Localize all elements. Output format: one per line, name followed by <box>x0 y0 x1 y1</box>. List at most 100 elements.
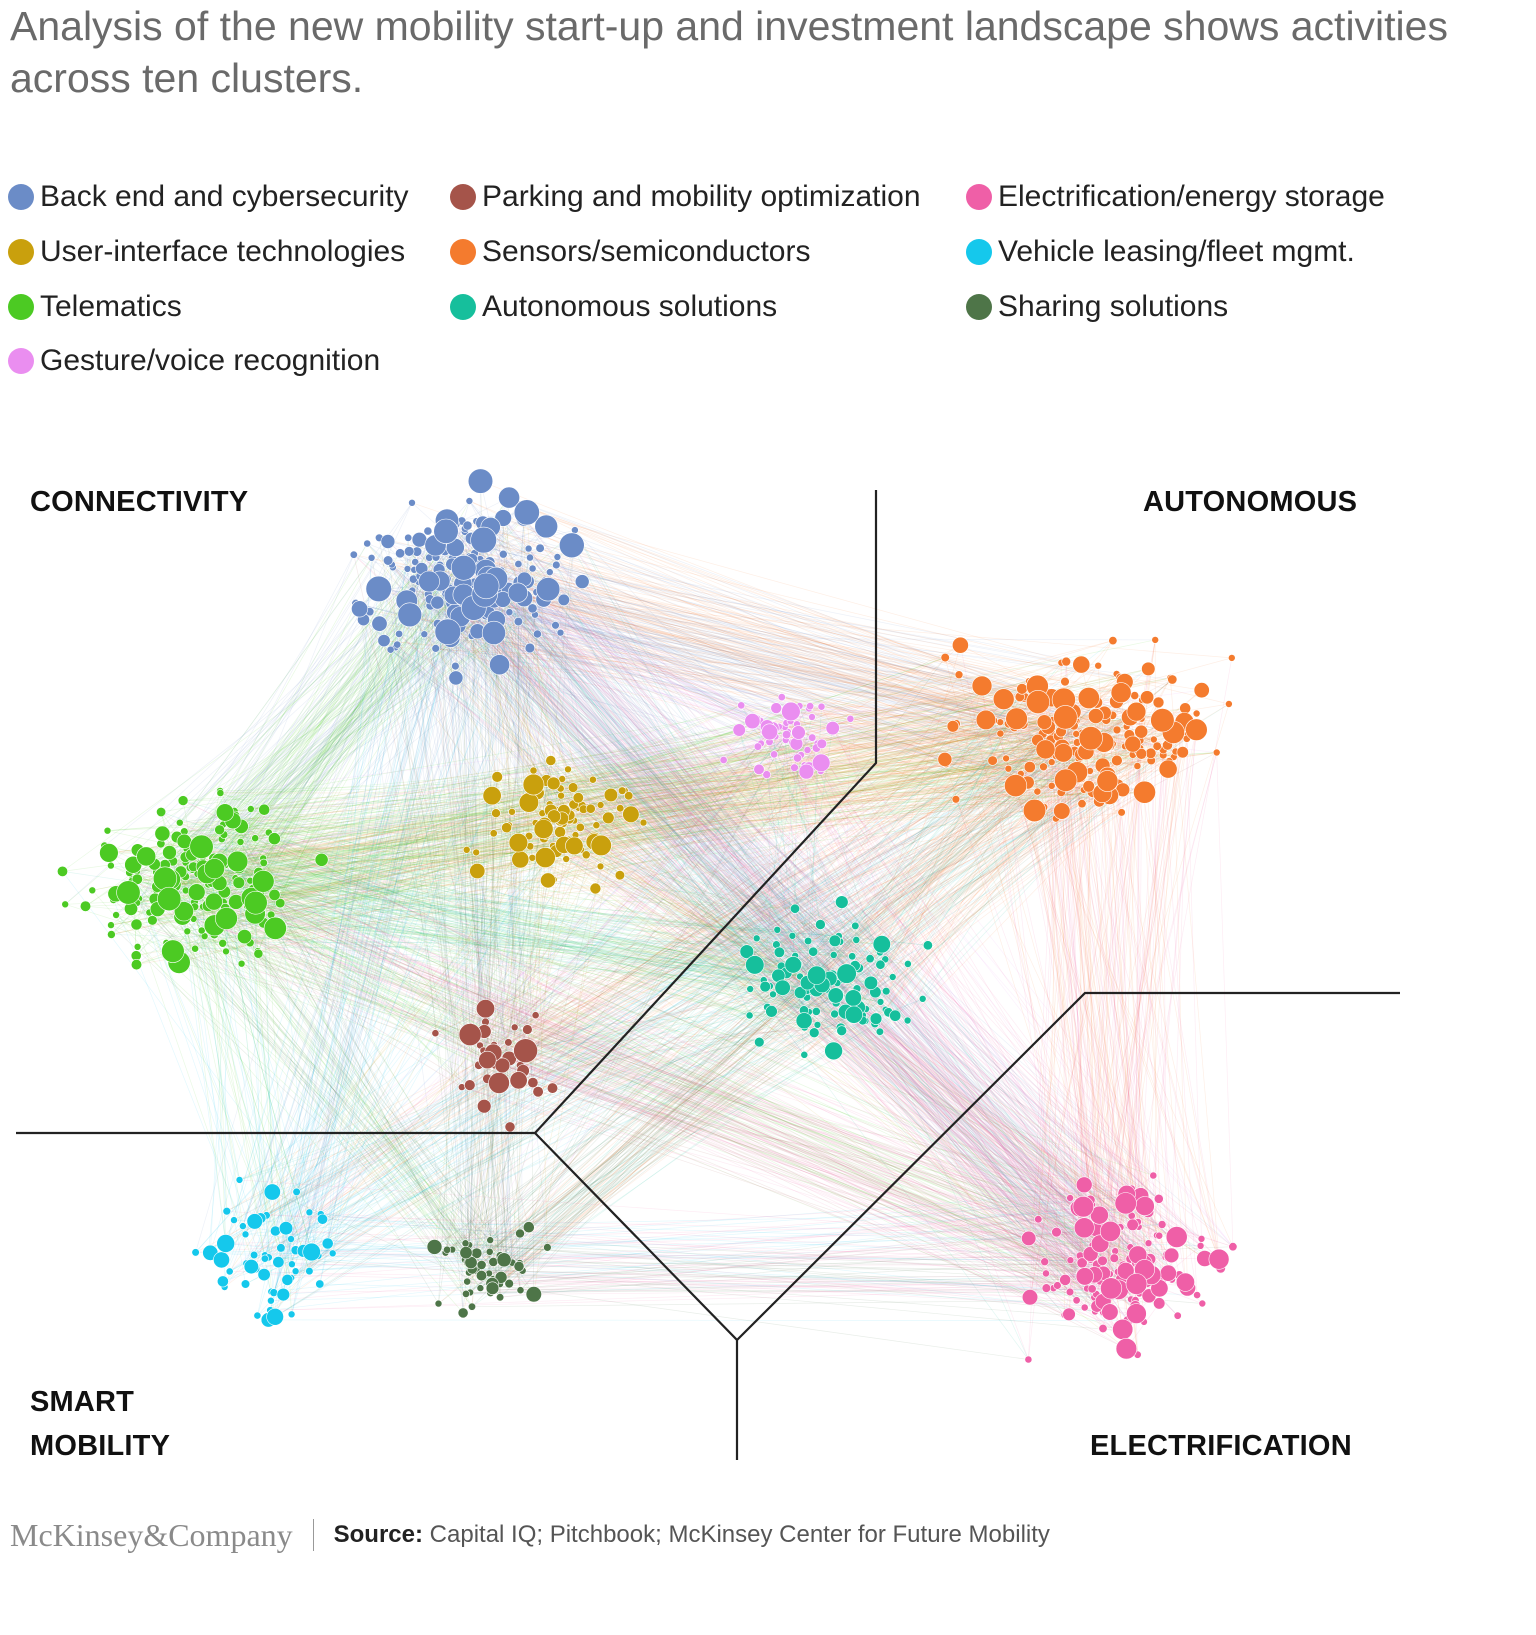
cluster-node <box>940 652 950 663</box>
cluster-node <box>904 960 912 968</box>
network-edge <box>519 754 775 1264</box>
network-edge <box>468 726 768 1263</box>
cluster-node <box>489 654 511 676</box>
network-edge <box>214 767 795 935</box>
network-edge <box>471 538 808 996</box>
network-edge <box>466 849 1131 1260</box>
network-edge <box>263 674 960 882</box>
cluster-node <box>470 526 497 554</box>
network-edge <box>409 614 983 687</box>
network-edge <box>435 648 1062 717</box>
cluster-node <box>1073 1217 1095 1239</box>
network-edge <box>508 741 1097 1043</box>
quadrant-label-mobility: MOBILITY <box>30 1430 171 1462</box>
network-edge <box>503 720 753 1065</box>
network-edge <box>509 729 740 1128</box>
network-edge <box>479 577 489 1046</box>
cluster-node <box>813 1021 822 1029</box>
network-edge <box>578 797 817 990</box>
cluster-node <box>380 534 396 549</box>
cluster-node <box>1163 1247 1180 1264</box>
network-edge <box>574 752 1151 847</box>
network-edge <box>500 582 521 1256</box>
quadrant-label-connectivity: CONNECTIVITY <box>30 486 249 518</box>
network-edge <box>450 637 1156 641</box>
network-edge <box>534 614 957 800</box>
network-edge <box>321 563 450 860</box>
network-edge <box>568 739 786 841</box>
network-edge <box>465 718 1017 1261</box>
cluster-node <box>752 934 761 943</box>
network-edge <box>189 603 357 868</box>
network-edge <box>466 849 1127 1349</box>
network-edge <box>488 583 1063 748</box>
network-edge <box>442 575 488 1061</box>
network-edge <box>442 575 1198 1296</box>
cluster-node <box>811 753 831 772</box>
cluster-node <box>443 1245 452 1254</box>
cluster-node <box>465 497 474 505</box>
network-edge <box>170 594 485 899</box>
network-edge <box>1109 729 1197 1313</box>
network-edge <box>481 685 987 1266</box>
cluster-network-diagram <box>16 468 1400 1460</box>
cluster-node <box>1125 1273 1148 1295</box>
network-edge <box>495 641 817 990</box>
network-edge <box>850 718 883 945</box>
chart-title: Analysis of the new mobility start-up an… <box>10 3 1448 101</box>
network-edge <box>490 785 1016 1294</box>
network-edge <box>772 727 1066 781</box>
cluster-node <box>1133 780 1156 804</box>
cluster-node <box>302 1242 321 1262</box>
cluster-node <box>1026 689 1051 714</box>
network-edge <box>272 677 1121 1193</box>
network-edge <box>581 581 780 953</box>
network-edge <box>452 518 1151 754</box>
cluster-node <box>770 702 783 714</box>
network-edge <box>387 541 1141 1196</box>
cluster-node <box>1041 1283 1052 1293</box>
network-edge <box>469 563 489 1032</box>
cluster-node <box>815 919 826 930</box>
cluster-node <box>614 870 626 881</box>
cluster-node <box>403 565 412 573</box>
network-edge <box>260 767 810 911</box>
network-edge <box>467 525 1104 1274</box>
network-edge <box>406 616 1202 1240</box>
network-edge <box>157 849 582 887</box>
network-edge <box>1050 739 1058 1286</box>
network-edge <box>219 815 1034 831</box>
network-edge <box>495 723 1023 1065</box>
cluster-node <box>321 1237 334 1250</box>
cluster-node <box>1066 1256 1075 1264</box>
cluster-node <box>1042 1269 1050 1278</box>
cluster-node <box>889 1009 902 1022</box>
cluster-node <box>828 934 842 947</box>
network-edge <box>454 612 1101 1237</box>
legend-dot <box>966 294 992 320</box>
network-edge <box>500 570 606 845</box>
cluster-node <box>469 862 486 879</box>
network-edge <box>820 732 1174 772</box>
network-edge <box>185 745 1126 891</box>
network-edge <box>539 547 1035 811</box>
network-edge <box>523 592 957 800</box>
cluster-node <box>769 990 777 999</box>
network-edge <box>479 588 854 999</box>
network-edge <box>792 742 1234 1247</box>
network-edge <box>608 817 1104 1274</box>
network-edge <box>157 752 1217 887</box>
network-edge <box>545 766 1030 836</box>
cluster-node <box>267 832 281 846</box>
network-edge <box>428 593 1103 1262</box>
network-edge <box>469 726 1049 1086</box>
network-edge <box>545 644 961 858</box>
network-edge <box>133 734 1130 866</box>
network-edge <box>1037 751 1075 1220</box>
cluster-node <box>157 886 182 912</box>
network-edge <box>427 530 534 771</box>
cluster-node <box>305 1266 314 1276</box>
network-edge <box>797 739 887 1010</box>
network-edge <box>523 518 886 960</box>
cluster-node <box>328 1249 337 1258</box>
